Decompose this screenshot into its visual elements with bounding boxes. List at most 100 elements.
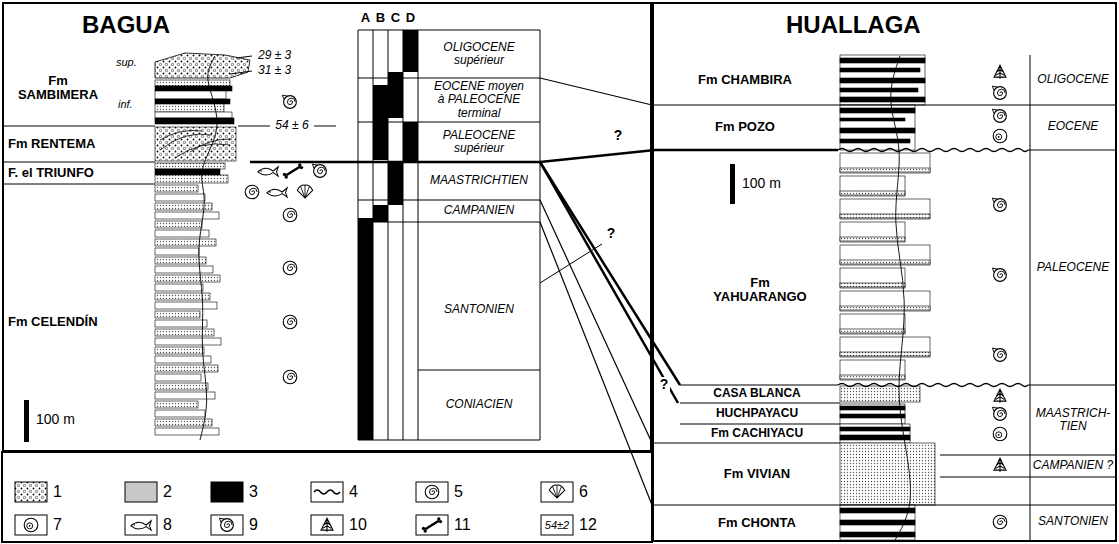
fossil-symbol — [992, 268, 1006, 281]
strata-label: SANTONIEN — [1038, 515, 1108, 528]
sediment-bed — [840, 260, 930, 264]
boundary-line — [652, 105, 1117, 106]
sediment-bed — [840, 58, 925, 63]
cross-bedding — [160, 134, 212, 150]
fossil-symbol — [993, 129, 1007, 143]
boundary-line — [2, 162, 155, 163]
legend-wave — [314, 490, 340, 494]
sediment-bed — [155, 275, 220, 282]
sediment-bed — [840, 68, 920, 72]
major-boundary — [250, 161, 540, 164]
sediment-bed — [155, 194, 205, 201]
strata-label: OLIGOCENE supérieur — [431, 41, 527, 67]
panel-title: BAGUA — [82, 12, 170, 38]
boundary-line — [358, 30, 359, 440]
sediment-bed — [840, 108, 915, 113]
sediment-bed — [840, 424, 910, 443]
legend-color-swatch — [125, 482, 157, 502]
correlation-line — [540, 244, 602, 283]
strata-label: Fm POZO — [715, 120, 775, 134]
fossil-symbol — [282, 95, 296, 108]
fossil-symbol — [283, 315, 297, 329]
sediment-bed — [840, 153, 930, 173]
legend-swatch-box — [125, 515, 157, 535]
strata-label: Fm VIVIAN — [724, 467, 790, 481]
legend-color-swatch — [211, 482, 243, 502]
sediment-bed — [155, 248, 199, 255]
sediment-bed — [840, 352, 930, 356]
fossil-symbol — [283, 261, 297, 275]
boundary-line — [418, 30, 419, 440]
legend-swatch — [310, 514, 344, 536]
legend-symbol — [219, 518, 233, 531]
sediment-bed — [155, 163, 225, 169]
strata-label: inf. — [118, 98, 133, 110]
strata-label: MAASTRICHTIEN — [430, 174, 528, 187]
correlation-line — [540, 222, 652, 505]
sediment-bed — [840, 105, 915, 150]
sediment-bed — [155, 347, 204, 354]
region-panel: BAGUA — [2, 2, 652, 452]
range-bar — [373, 205, 388, 222]
legend-swatch-box — [416, 515, 448, 535]
strata-label: Fm CELENDÍN — [8, 315, 98, 329]
boundary-line — [236, 56, 252, 58]
boundary-line — [652, 505, 1117, 506]
fossil-symbol — [258, 167, 278, 176]
boundary-line — [418, 370, 540, 371]
boundary-line — [680, 403, 840, 404]
sediment-bed — [155, 311, 200, 318]
panel-title: HUALLAGA — [786, 12, 921, 38]
boundary-line — [358, 200, 540, 201]
sediment-bed — [840, 386, 920, 402]
legend-swatch — [124, 481, 158, 503]
boundary-line — [940, 477, 1117, 478]
sediment-bed — [840, 88, 918, 92]
cross-bedding — [190, 139, 232, 152]
legend-number: 7 — [53, 516, 62, 534]
range-bar — [388, 72, 403, 118]
fossil-symbol — [994, 458, 1006, 472]
fossil-symbol — [993, 515, 1007, 529]
boundary-line — [540, 30, 541, 440]
boundary-line — [373, 30, 374, 440]
correlation-line — [540, 162, 678, 403]
legend-swatch — [210, 514, 244, 536]
boundary-line — [403, 30, 404, 440]
correlation-line — [540, 150, 655, 162]
fossil-symbol — [245, 185, 259, 199]
sediment-bed — [840, 191, 905, 195]
sediment-bed — [155, 118, 234, 124]
strata-label: Fm RENTEMA — [8, 137, 95, 151]
sediment-bed — [840, 314, 905, 334]
sediment-bed — [840, 404, 905, 424]
sediment-bed — [840, 532, 915, 537]
legend-number: 10 — [349, 516, 367, 534]
legend-swatch — [310, 481, 344, 503]
strata-label: PALEOCENE — [1037, 261, 1109, 274]
sediment-bed — [155, 169, 220, 175]
legend-item: 7 — [14, 514, 62, 536]
sediment-bed — [155, 99, 230, 104]
boundary-line — [1028, 385, 1117, 386]
sediment-bed — [155, 86, 232, 91]
fossil-symbol — [312, 164, 326, 177]
sediment-bed — [155, 320, 207, 327]
legend-number: 4 — [349, 483, 358, 501]
sediment-bed — [155, 221, 202, 228]
sediment-bed — [155, 80, 230, 86]
strata-label: CAMPANIEN ? — [1033, 459, 1113, 472]
strata-label: 54 ± 6 — [273, 119, 310, 132]
boundary-line — [314, 126, 336, 127]
strata-label: C — [391, 11, 400, 25]
sediment-bed — [840, 508, 915, 513]
boundary-line — [655, 149, 838, 152]
fossil-symbol — [283, 370, 297, 384]
legend-item: 10 — [310, 514, 367, 536]
fossil-symbol — [992, 109, 1006, 122]
sediment-bed — [840, 283, 905, 287]
legend-number: 5 — [454, 483, 463, 501]
